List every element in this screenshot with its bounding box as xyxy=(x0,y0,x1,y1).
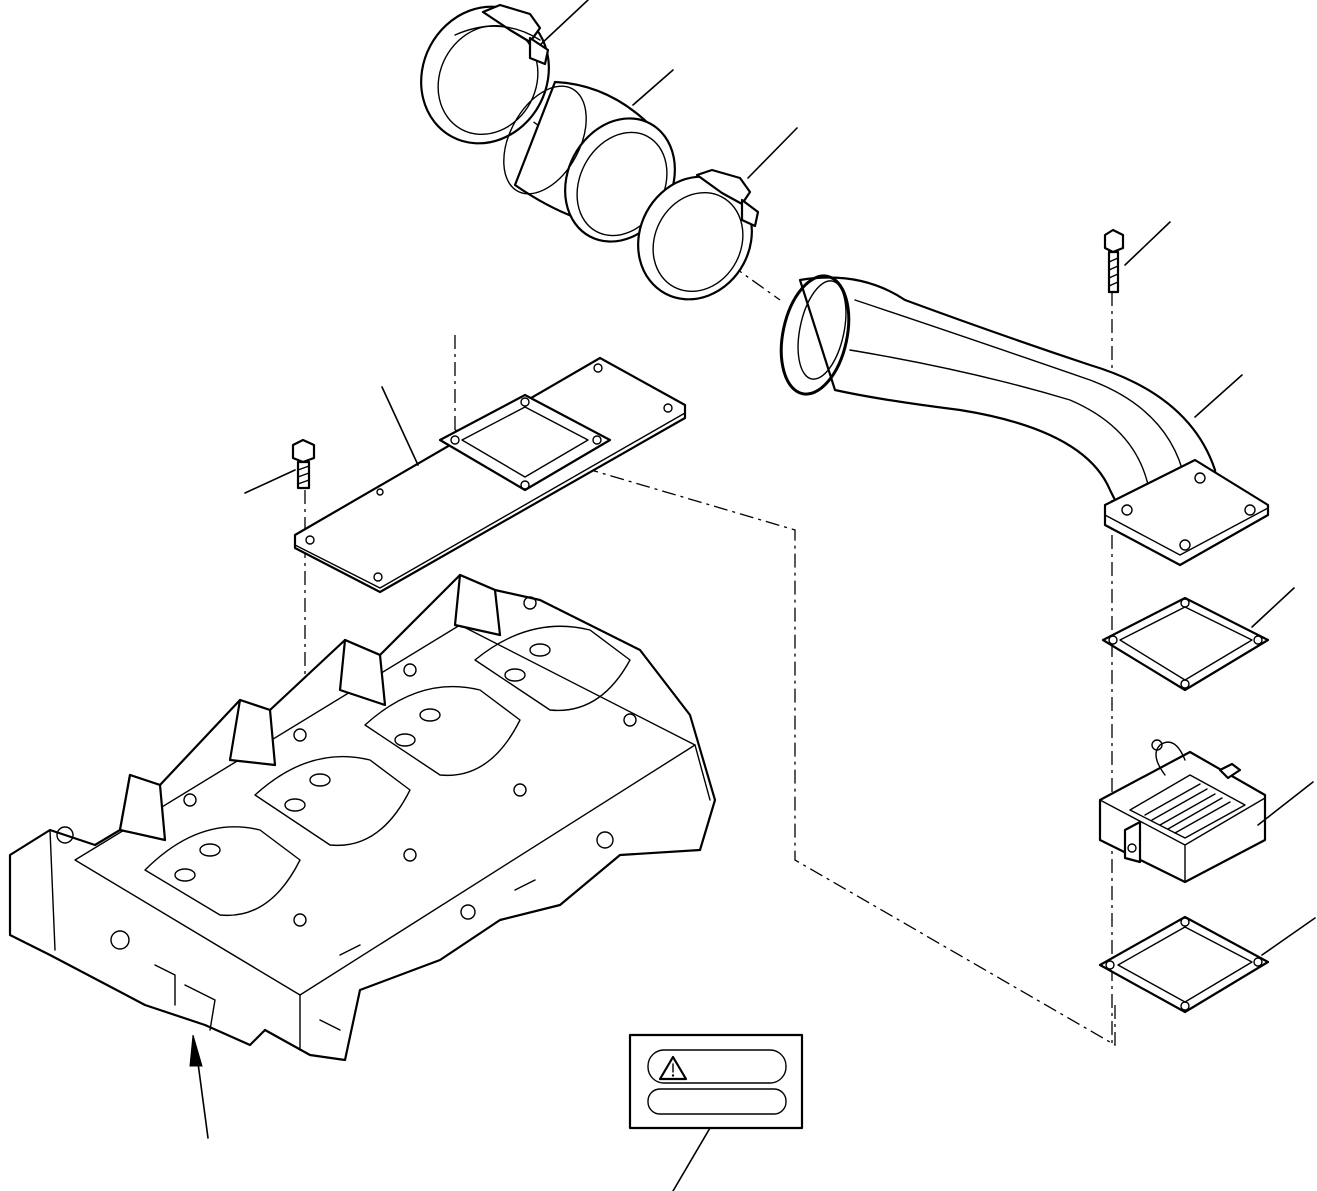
grid-heater-icon xyxy=(1098,739,1267,884)
intake-elbow-icon xyxy=(779,274,1270,567)
intake-bolt-icon xyxy=(1103,228,1125,294)
callout-leader-lines xyxy=(244,0,1316,1191)
cylinder-head-icon xyxy=(8,573,717,1062)
plate-bolt-icon xyxy=(291,438,316,490)
gasket-upper-icon xyxy=(1101,596,1270,692)
direction-arrow-icon xyxy=(189,1034,209,1139)
cover-plate-icon xyxy=(293,356,687,594)
warning-label-icon xyxy=(628,1033,804,1130)
hose-clamp-lower-icon xyxy=(637,168,760,301)
hose-clamp-upper-icon xyxy=(420,3,550,145)
gasket-lower-icon xyxy=(1098,915,1270,1014)
rubber-sleeve-icon xyxy=(503,80,676,243)
